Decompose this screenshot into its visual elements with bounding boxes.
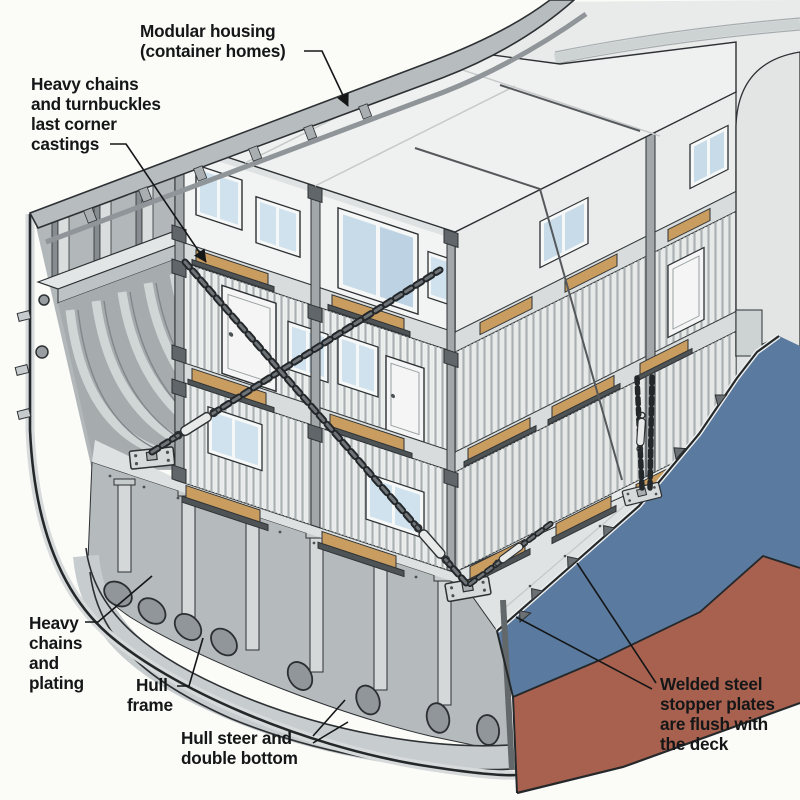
- leader-stopper-plates-1: [576, 562, 657, 684]
- side-window: [539, 196, 589, 269]
- label-hull-double-bottom: Hull steer and double bottom: [181, 728, 298, 768]
- leader-modular-housing: [304, 50, 349, 107]
- hull-topside-blue: [497, 336, 800, 697]
- hull-bottom-red: [513, 556, 800, 793]
- label-chains-turnbuckles: Heavy chains and turnbuckles last corner…: [31, 74, 165, 154]
- front-window: [337, 332, 379, 398]
- front-window: [207, 405, 263, 472]
- far-sheer-band: [554, 19, 800, 63]
- leader-hull-frame: [177, 637, 204, 687]
- label-stopper-plates: Welded steel stopper plates are flush wi…: [660, 674, 779, 754]
- dunnage-wood: [181, 249, 413, 578]
- leader-double-bottom-1: [312, 699, 346, 737]
- lashing-rod: [499, 84, 641, 132]
- lightening-holes: [103, 580, 500, 746]
- leader-double-bottom-2: [312, 721, 349, 744]
- front-door: [385, 354, 425, 444]
- label-chains-plating: Heavy chains and plating: [29, 613, 87, 693]
- leader-chains-turnbuckles: [110, 143, 207, 263]
- label-modular-housing: Modular housing (container homes): [140, 21, 286, 61]
- double-bottom: [14, 214, 518, 780]
- front-window: [255, 195, 301, 259]
- leader-chains-plating: [85, 575, 153, 623]
- side-door: [667, 246, 705, 339]
- hull-outer-shell: [14, 214, 518, 780]
- sheer-band: [28, 0, 588, 245]
- bottom-floors: [113, 478, 456, 706]
- lashing-rod: [414, 147, 623, 481]
- side-window: [689, 124, 729, 190]
- lashing-gear: [128, 258, 663, 603]
- glass-slider-door: [337, 206, 419, 316]
- label-hull-frame: Hull frame: [127, 675, 173, 715]
- leader-lines: [85, 50, 657, 744]
- far-side-wall: [735, 51, 800, 357]
- leader-stopper-plates-2: [515, 616, 653, 690]
